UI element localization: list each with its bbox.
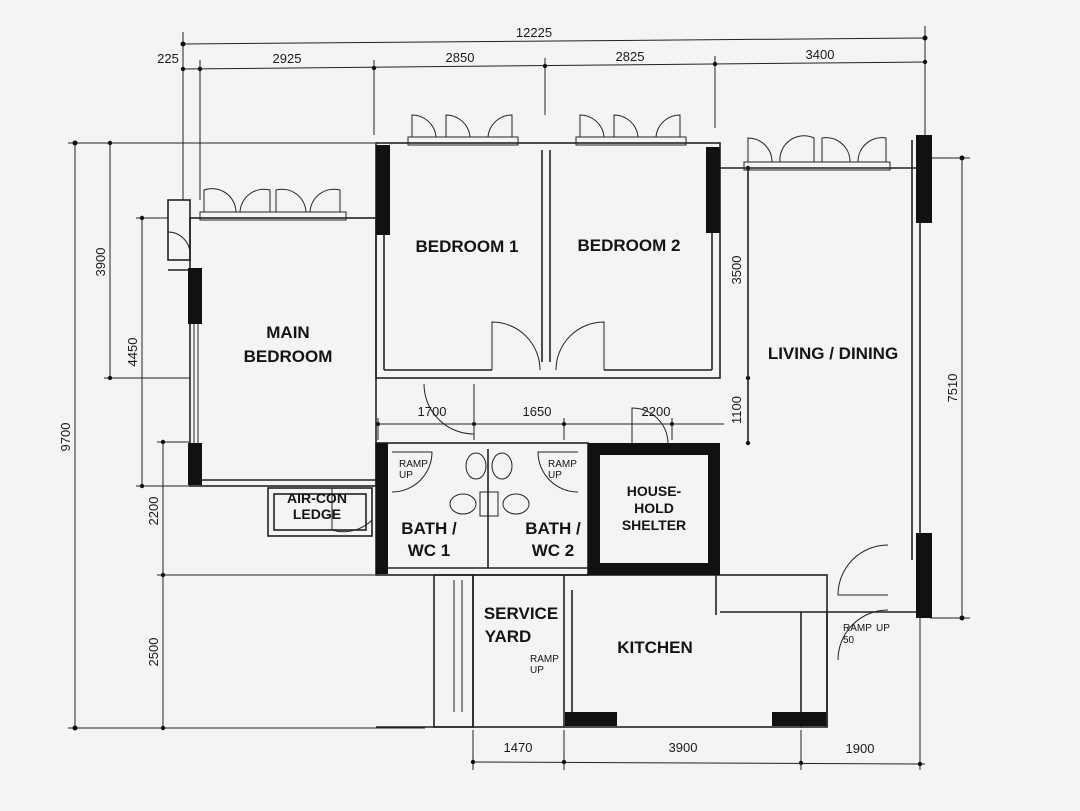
dim-top-seg-2: 2925: [273, 51, 302, 66]
dim-bedroom-height: 3500: [729, 256, 744, 285]
dim-left-seg-3: 2200: [146, 497, 161, 526]
label-bedroom-1: BEDROOM 1: [416, 237, 519, 256]
dim-left-seg-1: 3900: [93, 248, 108, 277]
right-dimensions: 3500 1100 7510: [729, 155, 970, 621]
label-bath-wc-2-line1: BATH /: [525, 519, 581, 538]
ramp-annotations: RAMP UP RAMP UP RAMP UP RAMP 50 UP: [399, 459, 890, 676]
doors: [167, 231, 889, 661]
label-bath-wc-2-line2: WC 2: [532, 541, 575, 560]
label-aircon-ledge-line2: LEDGE: [293, 506, 341, 522]
windows: [193, 114, 891, 443]
dim-left-seg-2: 4450: [125, 338, 140, 367]
ramp-label-yard-line2: UP: [530, 665, 544, 676]
dim-overall-height: 9700: [58, 423, 73, 452]
label-service-yard-line1: SERVICE: [484, 604, 558, 623]
label-kitchen: KITCHEN: [617, 638, 693, 657]
bottom-dimensions: 1470 3900 1900: [470, 610, 926, 770]
room-labels: MAIN BEDROOM BEDROOM 1 BEDROOM 2 LIVING …: [244, 236, 899, 657]
ramp-label-yard-line1: RAMP: [530, 654, 559, 665]
dim-top-seg-5: 3400: [806, 47, 835, 62]
sanitary-fixtures: [449, 452, 530, 517]
ramp-label-wc2-line2: UP: [548, 470, 562, 481]
dim-inner-seg-2: 1650: [523, 404, 552, 419]
structural-columns: [188, 135, 932, 726]
label-main-bedroom-line2: BEDROOM: [244, 347, 333, 366]
dim-top-seg-1: 225: [157, 51, 179, 66]
label-bedroom-2: BEDROOM 2: [578, 236, 681, 255]
label-household-shelter-line1: HOUSE-: [627, 483, 682, 499]
ramp-label-wc1-line2: UP: [399, 470, 413, 481]
ramp-label-entrance-value: 50: [843, 635, 855, 646]
dim-overall-width: 12225: [516, 25, 552, 40]
dim-bottom-seg-2: 3900: [669, 740, 698, 755]
dim-bottom-seg-3: 1900: [846, 741, 875, 756]
dim-top-seg-3: 2850: [446, 50, 475, 65]
dim-corridor-height: 1100: [729, 396, 744, 424]
label-aircon-ledge-line1: AIR-CON: [287, 490, 347, 506]
label-bath-wc-1-line1: BATH /: [401, 519, 457, 538]
ramp-label-entrance-up: UP: [876, 623, 890, 634]
dim-bottom-seg-1: 1470: [504, 740, 533, 755]
inner-dimensions: 1700 1650 2200: [376, 404, 724, 440]
label-household-shelter-line3: SHELTER: [622, 517, 686, 533]
label-bath-wc-1-line2: WC 1: [408, 541, 451, 560]
dim-inner-seg-3: 2200: [642, 404, 671, 419]
label-main-bedroom-line1: MAIN: [266, 323, 309, 342]
ramp-label-entrance-ramp: RAMP: [843, 623, 872, 634]
dim-top-seg-4: 2825: [616, 49, 645, 64]
dim-left-seg-4: 2500: [146, 638, 161, 667]
label-living-dining: LIVING / DINING: [768, 344, 898, 363]
walls: [167, 140, 921, 728]
ramp-label-wc1-line1: RAMP: [399, 459, 428, 470]
top-dimensions: 12225 225 2925 2850 2825 3400: [157, 25, 928, 200]
ramp-label-wc2-line1: RAMP: [548, 459, 577, 470]
dim-living-height: 7510: [945, 374, 960, 403]
left-dimensions: 9700 3900 4450 2200 2500: [58, 140, 425, 731]
label-household-shelter-line2: HOLD: [634, 500, 674, 516]
label-service-yard-line2: YARD: [485, 627, 532, 646]
